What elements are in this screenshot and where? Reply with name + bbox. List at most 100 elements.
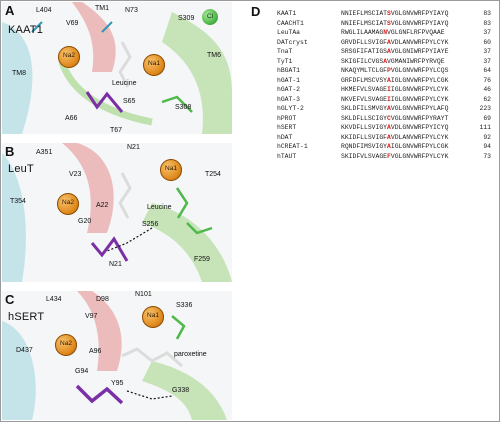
highlighted-residue: A bbox=[387, 105, 391, 112]
panel-c: C hSERT L434 D98 N101 S336 V97 Na1 D437 … bbox=[2, 291, 232, 420]
sodium-ion: Na2 bbox=[57, 193, 79, 215]
panel-a-tag: KAAT1 bbox=[8, 24, 44, 36]
highlighted-residue: A bbox=[387, 48, 391, 55]
highlighted-residue: A bbox=[387, 143, 391, 150]
ligand-label: paroxetine bbox=[174, 351, 207, 358]
residue-label: A66 bbox=[65, 115, 78, 122]
sequence-name: hGAT-3 bbox=[277, 95, 301, 103]
sequence-residues: NNIEFLMSCIATSVGLGNVWRFPYIAYQ bbox=[341, 10, 449, 17]
residue-label: N73 bbox=[125, 7, 138, 14]
sequence-name: hGAT-1 bbox=[277, 76, 301, 84]
sequence-residues: HKMEFVLSVAGEIIGLGNVWRFPYLCYK bbox=[341, 86, 449, 93]
residue-label: S336 bbox=[176, 302, 193, 309]
sequence-residues: SKLDFLLSCIGYCVGLGNVWRFPYRAYT bbox=[341, 114, 449, 122]
highlighted-residue: P bbox=[387, 67, 391, 74]
highlighted-residue: I bbox=[387, 95, 391, 103]
chloride-ion: Cl bbox=[202, 9, 218, 25]
panel-b-tag: LeuT bbox=[8, 163, 34, 175]
residue-label: T67 bbox=[110, 127, 123, 134]
sequence-residues: SKIGFILCVGSAVGMANIWRFPYRVQE bbox=[341, 57, 445, 65]
residue-label: L404 bbox=[36, 7, 52, 14]
sequence-name: TnaT bbox=[277, 48, 293, 55]
alignment-row: hCREAT-1 RQNDFIMSVIGYAIGLGNVWRFPYLCGK 94 bbox=[277, 143, 491, 152]
residue-number: 64 bbox=[483, 67, 491, 74]
panel-d-label: D bbox=[251, 4, 261, 19]
residue-label: G20 bbox=[78, 218, 92, 225]
residue-number: 60 bbox=[483, 38, 491, 46]
alignment-row: hTAUT SKIDFVLSVAGEFVGLGNVWRFPYLCYK 73 bbox=[277, 153, 491, 162]
panel-c-tag: hSERT bbox=[8, 311, 45, 323]
residue-label: Y95 bbox=[111, 380, 124, 387]
residue-label: V23 bbox=[69, 171, 82, 178]
residue-label: L434 bbox=[46, 296, 62, 303]
residue-label: G94 bbox=[75, 368, 89, 375]
residue-label: A22 bbox=[96, 202, 109, 209]
panel-a: A KAAT1 L404 V69 TM1 N73 S309 Cl TM6 Na2… bbox=[2, 2, 232, 134]
sequence-name: hPROT bbox=[277, 114, 297, 122]
highlighted-residue: A bbox=[387, 38, 391, 46]
sodium-ion: Na2 bbox=[55, 334, 77, 356]
residue-label: S308 bbox=[175, 104, 192, 111]
sequence-residues: KKIDFLLSVIGFAVDLANVWRFPYLCYK bbox=[341, 133, 449, 141]
panel-c-structure bbox=[2, 291, 227, 420]
residue-label: T254 bbox=[205, 171, 221, 178]
highlighted-residue: A bbox=[387, 124, 391, 131]
residue-number: 76 bbox=[483, 76, 491, 84]
residue-label: N21 bbox=[109, 261, 122, 268]
residue-label: D437 bbox=[16, 347, 33, 354]
panel-b-label: B bbox=[5, 144, 15, 159]
panel-a-structure bbox=[2, 2, 232, 134]
sequence-residues: KKVDFLLSVIGYAVDLGNVWRFPYICYQ bbox=[341, 124, 449, 131]
residue-number: 111 bbox=[479, 124, 491, 131]
sodium-ion: Na1 bbox=[143, 54, 165, 76]
sequence-name: hGAT-2 bbox=[277, 86, 301, 93]
sequence-name: hCREAT-1 bbox=[277, 143, 308, 150]
residue-number: 83 bbox=[483, 10, 491, 17]
residue-label: F259 bbox=[194, 256, 210, 263]
residue-number: 223 bbox=[479, 105, 491, 112]
panel-b: B LeuT A351 N21 V23 Na1 T254 T354 Na2 A2… bbox=[2, 143, 232, 282]
residue-number: 94 bbox=[483, 143, 491, 150]
residue-label: A351 bbox=[36, 149, 53, 156]
sequence-residues: SKIDFVLSVAGEFVGLGNVWRFPYLCYK bbox=[341, 152, 449, 160]
residue-number: 37 bbox=[483, 48, 491, 55]
sodium-ion: Na2 bbox=[58, 46, 80, 68]
sequence-residues: NNIEFLMSCIATSVGLGNVWRFPYIAYQ bbox=[341, 19, 449, 27]
panel-c-label: C bbox=[5, 292, 15, 307]
residue-number: 46 bbox=[483, 86, 491, 93]
highlighted-residue: A bbox=[383, 57, 388, 65]
sodium-ion: Na1 bbox=[160, 159, 182, 181]
residue-label: V69 bbox=[66, 20, 79, 27]
residue-label: TM1 bbox=[95, 5, 109, 12]
highlighted-residue: A bbox=[387, 133, 391, 141]
sequence-residues: GRVDFLLSVIGFAVDLANVWRFPYLCYK bbox=[341, 38, 449, 46]
sequence-name: hBGAT1 bbox=[277, 67, 301, 74]
sequence-residues: NKVEFVLSVAGEIIGLGNVWRFPYLCYK bbox=[341, 95, 449, 103]
sequence-residues: NKAQYMLTCLGFPVGLGNVWRFPYLCQS bbox=[341, 67, 449, 74]
alignment-row: hGAT-2 HKMEFVLSVAGEIIGLGNVWRFPYLCYK 46 bbox=[277, 86, 491, 95]
highlighted-residue: F bbox=[387, 152, 391, 160]
panel-a-label: A bbox=[5, 3, 15, 18]
sequence-name: hTAUT bbox=[277, 152, 297, 160]
residue-number: 37 bbox=[483, 29, 491, 36]
highlighted-residue: N bbox=[383, 29, 388, 36]
residue-number: 73 bbox=[483, 152, 491, 160]
highlighted-residue: A bbox=[387, 76, 391, 84]
sequence-residues: RQNDFIMSVIGYAIGLGNVWRFPYLCGK bbox=[341, 143, 449, 150]
highlighted-residue: I bbox=[387, 86, 391, 93]
sequence-name: KAAT1 bbox=[277, 10, 297, 17]
highlighted-residue: C bbox=[387, 114, 391, 122]
residue-label: A96 bbox=[89, 348, 102, 355]
alignment-row: KAAT1 NNIEFLMSCIATSVGLGNVWRFPYIAYQ 83 bbox=[277, 10, 491, 19]
alignment-row: hBGAT1 NKAQYMLTCLGFPVGLGNVWRFPYLCQS 64 bbox=[277, 67, 491, 76]
